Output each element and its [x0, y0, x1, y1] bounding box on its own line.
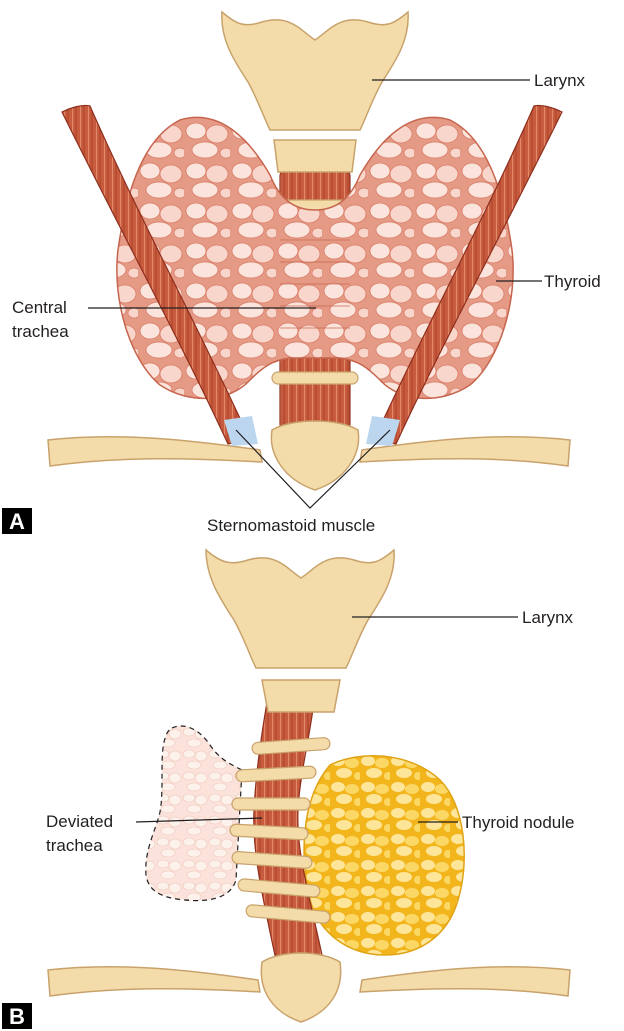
panel-a-tag: A — [9, 509, 25, 534]
displaced-thyroid-outline — [146, 726, 242, 901]
larynx-cartilage — [222, 12, 408, 130]
manubrium-b — [261, 953, 340, 1022]
thyroid-a-label: Thyroid — [544, 272, 601, 291]
cricoid-cartilage — [274, 140, 356, 172]
thyroid-nodule — [304, 756, 464, 955]
manubrium — [271, 421, 358, 490]
panel-a: Larynx Thyroid Central trachea Sternomas… — [2, 12, 601, 535]
larynx-b-cartilage — [206, 550, 394, 668]
sternomastoid-label: Sternomastoid muscle — [207, 516, 375, 535]
central-trachea-label-line1: Central — [12, 298, 67, 317]
deviated-trachea-label-line2: trachea — [46, 836, 103, 855]
larynx-a-label: Larynx — [534, 71, 586, 90]
right-clavicle-b — [360, 967, 570, 996]
central-trachea-label-line2: trachea — [12, 322, 69, 341]
larynx-b-label: Larynx — [522, 608, 574, 627]
thyroid-nodule-label: Thyroid nodule — [462, 813, 574, 832]
deviated-trachea-label-line1: Deviated — [46, 812, 113, 831]
left-clavicle-b — [48, 967, 260, 996]
cricoid-b-cartilage — [262, 680, 340, 712]
panel-b-tag: B — [9, 1004, 25, 1029]
panel-b: Larynx Deviated trachea Thyroid nodule B — [2, 550, 574, 1029]
